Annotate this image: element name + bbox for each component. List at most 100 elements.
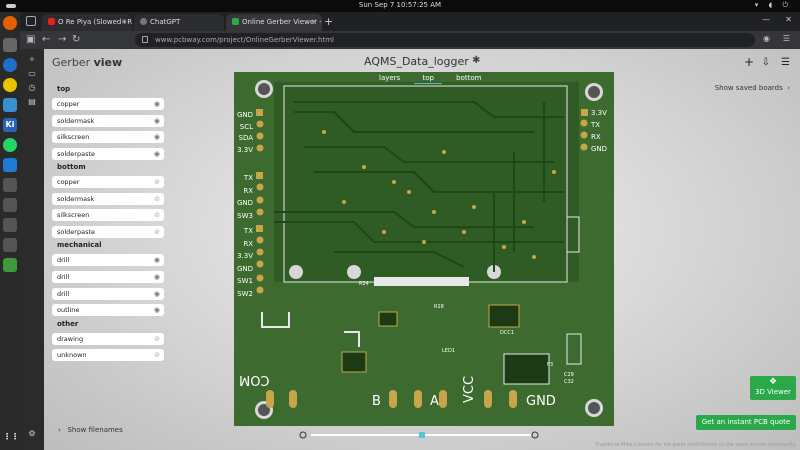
layer-drill-2[interactable]: drill◉ <box>52 271 164 283</box>
browser-sidebar-icon[interactable]: ▣ <box>26 34 36 45</box>
eye-icon[interactable]: ◉ <box>153 100 160 108</box>
history-icon[interactable]: ◷ <box>28 83 36 92</box>
system-tray[interactable]: ▾ ◖ ⏻ <box>754 1 792 9</box>
layer-drill-1[interactable]: drill◉ <box>52 254 164 266</box>
gerber-viewer-page: Gerber view top copper◉ soldermask◉ silk… <box>44 49 800 450</box>
silk-vcc: VCC <box>462 375 478 404</box>
drive-icon-4[interactable] <box>3 238 17 252</box>
show-apps-icon[interactable]: ⋮⋮ <box>3 432 19 441</box>
layer-bottom-solderpaste[interactable]: solderpaste⊘ <box>52 226 164 238</box>
silk-a: A <box>430 394 439 409</box>
refdes-led1: LED1 <box>442 348 455 354</box>
menu-icon[interactable]: ☰ <box>782 34 790 43</box>
zoom-slider[interactable] <box>299 431 539 439</box>
tab-chatgpt[interactable]: ChatGPT <box>134 14 224 31</box>
thunderbird-icon[interactable] <box>3 58 17 72</box>
eye-icon[interactable]: ◉ <box>153 150 160 158</box>
whatsapp-icon[interactable] <box>3 138 17 152</box>
layer-unknown[interactable]: unknown⊘ <box>52 349 164 361</box>
eye-off-icon[interactable]: ⊘ <box>154 178 160 186</box>
close-tab-icon[interactable]: ✕ <box>311 18 317 26</box>
lock-icon <box>142 36 148 43</box>
refdes-c29: C29 <box>564 372 574 378</box>
layer-drill-3[interactable]: drill◉ <box>52 288 164 300</box>
activities-button[interactable] <box>6 4 16 8</box>
eye-off-icon[interactable]: ⊘ <box>154 335 160 343</box>
layer-top-copper[interactable]: copper◉ <box>52 98 164 110</box>
project-title: AQMS_Data_logger <box>364 55 469 68</box>
eye-off-icon[interactable]: ⊘ <box>154 228 160 236</box>
trash-icon[interactable] <box>3 258 17 272</box>
refdes-c32: C32 <box>564 379 574 385</box>
layer-top-silkscreen[interactable]: silkscreen◉ <box>52 131 164 143</box>
refdes-dcc1: DCC1 <box>500 330 515 336</box>
close-window-icon[interactable]: ✕ <box>785 15 792 24</box>
layer-bottom-silkscreen[interactable]: silkscreen⊘ <box>52 209 164 221</box>
layer-group-bottom: bottom <box>57 163 86 171</box>
sidebar-toggle-icon[interactable] <box>26 16 36 26</box>
forward-icon[interactable]: → <box>58 34 67 45</box>
eye-icon[interactable]: ◉ <box>153 273 160 281</box>
layer-outline[interactable]: outline◉ <box>52 304 164 316</box>
eye-icon[interactable]: ◉ <box>153 117 160 125</box>
eye-icon[interactable]: ◉ <box>153 133 160 141</box>
tab-gerber-viewer[interactable]: Online Gerber Viewer - P ✕ <box>226 14 322 31</box>
firefox-icon[interactable] <box>3 16 17 30</box>
rhythmbox-icon[interactable] <box>3 78 17 92</box>
refdes-r24: R24 <box>359 281 369 287</box>
layer-top-solderpaste[interactable]: solderpaste◉ <box>52 148 164 160</box>
close-tab-icon[interactable]: ✕ <box>121 18 127 26</box>
extension-icon[interactable]: ◉ <box>763 34 770 43</box>
url-text: www.pcbway.com/project/OnlineGerberViewe… <box>155 36 334 44</box>
image-viewer-icon[interactable] <box>3 98 17 112</box>
minimize-icon[interactable]: — <box>762 15 770 24</box>
kicad-icon[interactable]: Ki <box>3 118 17 132</box>
address-bar[interactable]: www.pcbway.com/project/OnlineGerberViewe… <box>135 33 755 47</box>
add-icon[interactable]: + <box>743 55 754 69</box>
refdes-f3: F3 <box>547 362 554 368</box>
eye-off-icon[interactable]: ⊘ <box>154 351 160 359</box>
files-icon[interactable] <box>3 38 17 52</box>
tab-layers[interactable]: layers <box>379 74 401 82</box>
layer-drawing[interactable]: drawing⊘ <box>52 333 164 345</box>
vscode-icon[interactable] <box>3 158 17 172</box>
eye-icon[interactable]: ◉ <box>153 290 160 298</box>
layer-bottom-copper[interactable]: copper⊘ <box>52 176 164 188</box>
notes-icon[interactable]: ▤ <box>28 97 36 106</box>
show-filenames-toggle[interactable]: › Show filenames <box>58 426 123 434</box>
drive-icon-3[interactable] <box>3 218 17 232</box>
reload-icon[interactable]: ↻ <box>72 34 81 45</box>
silk-com: COM <box>239 372 270 387</box>
eye-off-icon[interactable]: ⊘ <box>154 211 160 219</box>
download-icon[interactable]: ⇩ <box>761 57 770 68</box>
instant-quote-button[interactable]: Get an instant PCB quote <box>696 415 796 430</box>
cube-icon: ❖ <box>768 377 778 387</box>
app-dock: Ki ⋮⋮ <box>0 12 20 450</box>
tab-bottom[interactable]: bottom <box>456 74 482 82</box>
tab-youtube[interactable]: O Re Piya (Slowed+Re ✕ <box>42 14 132 31</box>
project-settings-icon[interactable]: ✱ <box>472 55 481 66</box>
bookmarks-icon[interactable]: ▭ <box>28 69 36 78</box>
3d-viewer-button[interactable]: ❖ 3D Viewer <box>750 376 796 400</box>
layer-top-soldermask[interactable]: soldermask◉ <box>52 115 164 127</box>
new-tab-button[interactable]: + <box>324 15 334 28</box>
eye-icon[interactable]: ◉ <box>153 256 160 264</box>
show-saved-boards[interactable]: Show saved boards › <box>714 84 790 92</box>
settings-icon[interactable]: ⚙ <box>28 429 36 438</box>
drive-icon[interactable] <box>3 178 17 192</box>
eye-icon[interactable]: ◉ <box>153 306 160 314</box>
tab-top[interactable]: top <box>414 74 442 84</box>
refdes-r18: R18 <box>434 304 444 310</box>
system-clock[interactable]: Sun Sep 7 10:57:25 AM <box>358 1 442 9</box>
eye-off-icon[interactable]: ⊘ <box>154 195 160 203</box>
ai-chat-icon[interactable]: ✧ <box>28 55 36 64</box>
browser-sidebar: ✧ ▭ ◷ ▤ ⚙ <box>20 49 44 450</box>
layer-bottom-soldermask[interactable]: soldermask⊘ <box>52 193 164 205</box>
view-tabs: layers top bottom <box>379 74 494 84</box>
menu-icon[interactable]: ☰ <box>781 57 790 68</box>
drive-icon-2[interactable] <box>3 198 17 212</box>
back-icon[interactable]: ← <box>42 34 51 45</box>
